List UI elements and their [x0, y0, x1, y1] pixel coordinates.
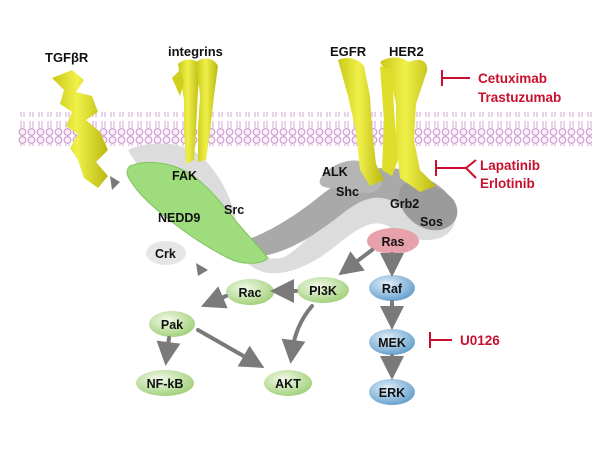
signaling-arrows [156, 248, 404, 380]
her2-label: HER2 [389, 44, 424, 59]
arrow-crk-rac [196, 263, 208, 276]
raf-node [369, 275, 415, 301]
nfkb-label: NF-kB [147, 377, 184, 391]
crk-label: Crk [155, 247, 176, 261]
rac-label: Rac [239, 286, 262, 300]
trastuzumab-label: Trastuzumab [478, 90, 561, 105]
ras-label: Ras [382, 235, 405, 249]
arrow-rac-pak [200, 286, 228, 309]
akt-label: AKT [275, 377, 301, 391]
nedd9-label: NEDD9 [158, 211, 200, 225]
rac-node [226, 279, 274, 305]
erlotinib-label: Erlotinib [480, 176, 535, 191]
integrins-receptor [172, 58, 218, 164]
erk-label: ERK [379, 386, 405, 400]
arrow-pak-nfkb [156, 336, 181, 366]
nfkb-node [136, 370, 194, 396]
egfr-label: EGFR [330, 44, 367, 59]
arrow-pak-akt [196, 328, 265, 368]
shc-label: Shc [336, 185, 359, 199]
crk-node [146, 241, 186, 265]
mek-label: MEK [378, 336, 406, 350]
egfr-receptor [338, 58, 384, 186]
fak-label: FAK [172, 169, 197, 183]
mek-node [369, 329, 415, 355]
tgfbr-receptor [52, 70, 108, 188]
grb2-label: Grb2 [390, 197, 419, 211]
raf-label: Raf [382, 282, 403, 296]
scaffold-complex [128, 143, 458, 274]
pi3k-label: PI3K [309, 284, 337, 298]
pak-node [149, 311, 195, 337]
nedd9-shape [126, 161, 269, 264]
pak-label: Pak [161, 318, 183, 332]
u0126-label: U0126 [460, 333, 500, 348]
arrow-pi3k-akt [281, 304, 314, 364]
cell-membrane [18, 112, 592, 146]
her2-receptor [380, 57, 436, 192]
cetuximab-label: Cetuximab [478, 71, 547, 86]
tgfbr-label: TGFβR [45, 50, 89, 65]
ras-node [367, 228, 419, 254]
sos-label: Sos [420, 215, 443, 229]
src-label: Src [224, 203, 244, 217]
erk-node [369, 379, 415, 405]
alk-label: ALK [322, 165, 348, 179]
akt-node [264, 370, 312, 396]
pi3k-node [297, 277, 349, 303]
arrow-tgfbr-tip [110, 176, 120, 190]
arrow-ras-pi3k [338, 248, 374, 276]
integrins-label: integrins [168, 44, 223, 59]
inhibitor-marks [429, 70, 477, 348]
lapatinib-label: Lapatinib [480, 158, 540, 173]
